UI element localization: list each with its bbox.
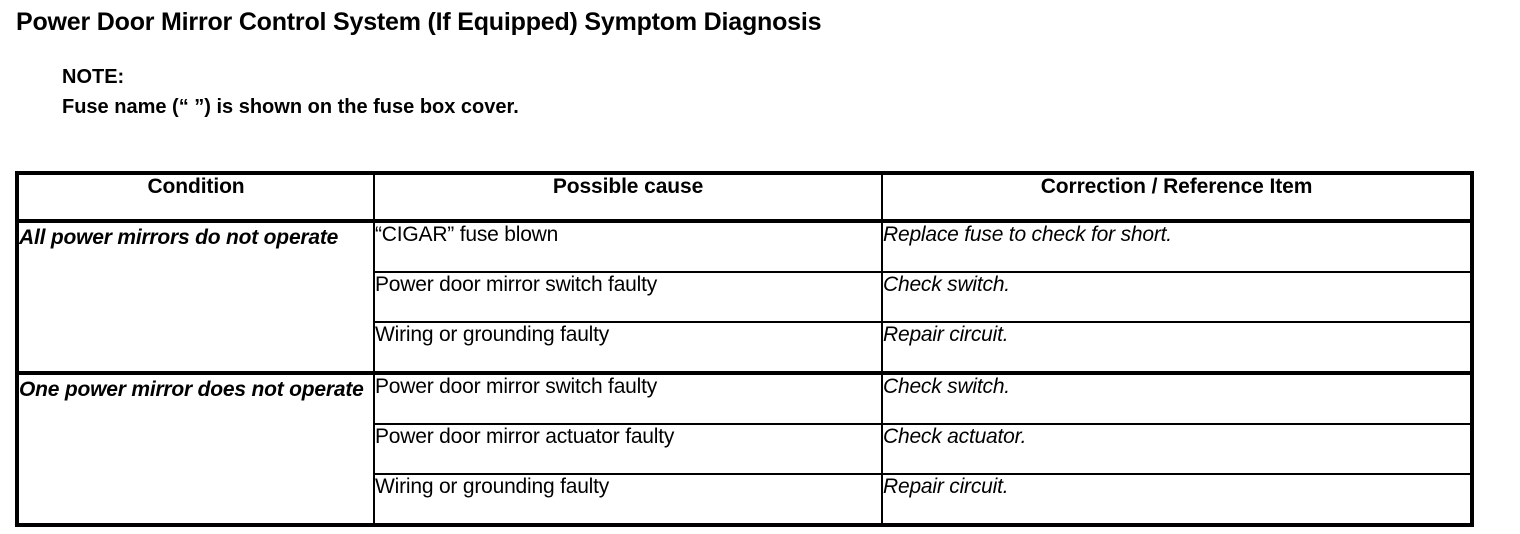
condition-cell: One power mirror does not operate	[16, 371, 375, 526]
note-block: NOTE: Fuse name (“ ”) is shown on the fu…	[62, 62, 519, 122]
note-label: NOTE:	[62, 66, 125, 88]
column-header-possible-cause: Possible cause	[373, 172, 883, 222]
table-row: One power mirror does not operate Power …	[16, 371, 1473, 526]
cause-cell: Power door mirror switch faulty	[373, 271, 883, 323]
correction-cell: Repair circuit.	[881, 321, 1473, 374]
note-text: Fuse name (“ ”) is shown on the fuse box…	[62, 96, 519, 118]
table-row: Wiring or grounding faulty Repair circui…	[17, 473, 1473, 526]
table-row: All power mirrors do not operate “CIGAR”…	[16, 219, 1473, 374]
table-row: Power door mirror switch faulty Check sw…	[17, 271, 1473, 323]
cause-cell: Power door mirror switch faulty	[373, 371, 883, 425]
correction-cell: Check switch.	[881, 271, 1473, 323]
symptom-diagnosis-table: Condition Possible cause Correction / Re…	[15, 171, 1474, 527]
cause-cell: Power door mirror actuator faulty	[373, 423, 883, 475]
correction-cell: Replace fuse to check for short.	[881, 219, 1473, 273]
correction-cell: Repair circuit.	[881, 473, 1473, 526]
table-row: Wiring or grounding faulty Repair circui…	[17, 321, 1473, 374]
cause-cell: Wiring or grounding faulty	[373, 473, 883, 526]
column-header-correction: Correction / Reference Item	[881, 172, 1473, 222]
cause-cell: “CIGAR” fuse blown	[373, 219, 883, 273]
correction-cell: Check switch.	[881, 371, 1473, 425]
condition-cell: All power mirrors do not operate	[16, 219, 375, 374]
table-row: Power door mirror actuator faulty Check …	[17, 423, 1473, 475]
table-header-row: Condition Possible cause Correction / Re…	[16, 172, 1473, 222]
correction-cell: Check actuator.	[881, 423, 1473, 475]
cause-cell: Wiring or grounding faulty	[373, 321, 883, 374]
page-title: Power Door Mirror Control System (If Equ…	[16, 8, 822, 36]
column-header-condition: Condition	[16, 172, 375, 222]
